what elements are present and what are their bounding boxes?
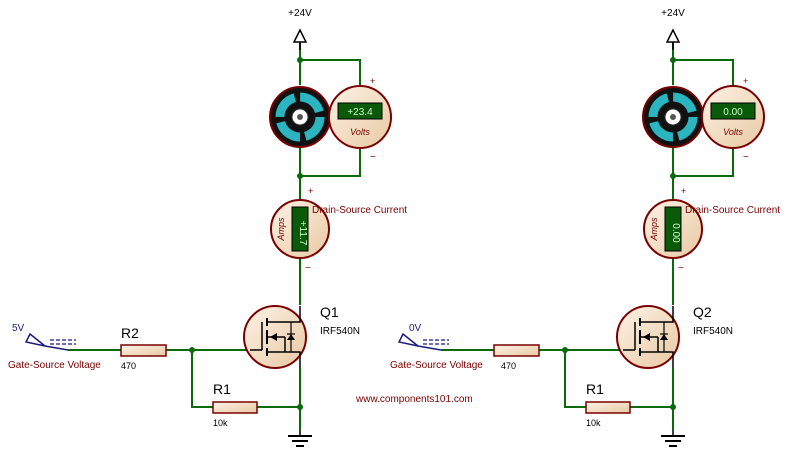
circuit-right: +24V + − 0.00 Volts + − 0.00 Amps Drain-… (390, 8, 780, 446)
supply-label: +24V (288, 8, 312, 19)
circuit-right-symbols (399, 30, 764, 446)
input-label: Gate-Source Voltage (8, 360, 101, 371)
input-label: Gate-Source Voltage (390, 360, 483, 371)
mosfet-name: Q1 (320, 304, 339, 320)
ammeter-minus: − (305, 263, 311, 274)
gate-resistor-name: R2 (121, 325, 139, 341)
pulldown-resistor-value: 10k (213, 418, 228, 428)
mosfet-part: IRF540N (320, 326, 360, 337)
input-voltage: 0V (409, 323, 422, 334)
ammeter-unit: Amps (649, 217, 659, 242)
input-voltage: 5V (12, 323, 25, 334)
ammeter-plus: + (308, 186, 313, 196)
voltmeter-plus: + (743, 76, 748, 86)
ammeter-unit: Amps (276, 217, 286, 242)
mosfet-name: Q2 (693, 304, 712, 320)
pulldown-resistor-name: R1 (586, 381, 604, 397)
pulldown-resistor-name: R1 (213, 381, 231, 397)
ammeter-label: Drain-Source Current (312, 205, 407, 216)
circuit-left-symbols (26, 30, 391, 446)
voltmeter-reading: +23.4 (347, 107, 373, 118)
ammeter-reading: +11.7 (297, 221, 308, 246)
voltmeter-unit: Volts (723, 127, 743, 137)
circuit-left: +24V + − +23.4 Volts + − +11.7 Amps Drai… (8, 8, 407, 446)
ammeter-plus: + (681, 186, 686, 196)
pulldown-resistor-value: 10k (586, 418, 601, 428)
mosfet-part: IRF540N (693, 326, 733, 337)
ammeter-minus: − (678, 263, 684, 274)
voltmeter-reading: 0.00 (723, 107, 743, 118)
ammeter-label: Drain-Source Current (685, 205, 780, 216)
voltmeter-minus: − (743, 152, 749, 163)
gate-resistor-value: 470 (121, 361, 136, 371)
voltmeter-minus: − (370, 152, 376, 163)
supply-label: +24V (661, 8, 685, 19)
website-label: www.components101.com (355, 394, 473, 405)
voltmeter-unit: Volts (350, 127, 370, 137)
ammeter-reading: 0.00 (670, 223, 681, 243)
gate-resistor-value: 470 (501, 361, 516, 371)
voltmeter-plus: + (370, 76, 375, 86)
